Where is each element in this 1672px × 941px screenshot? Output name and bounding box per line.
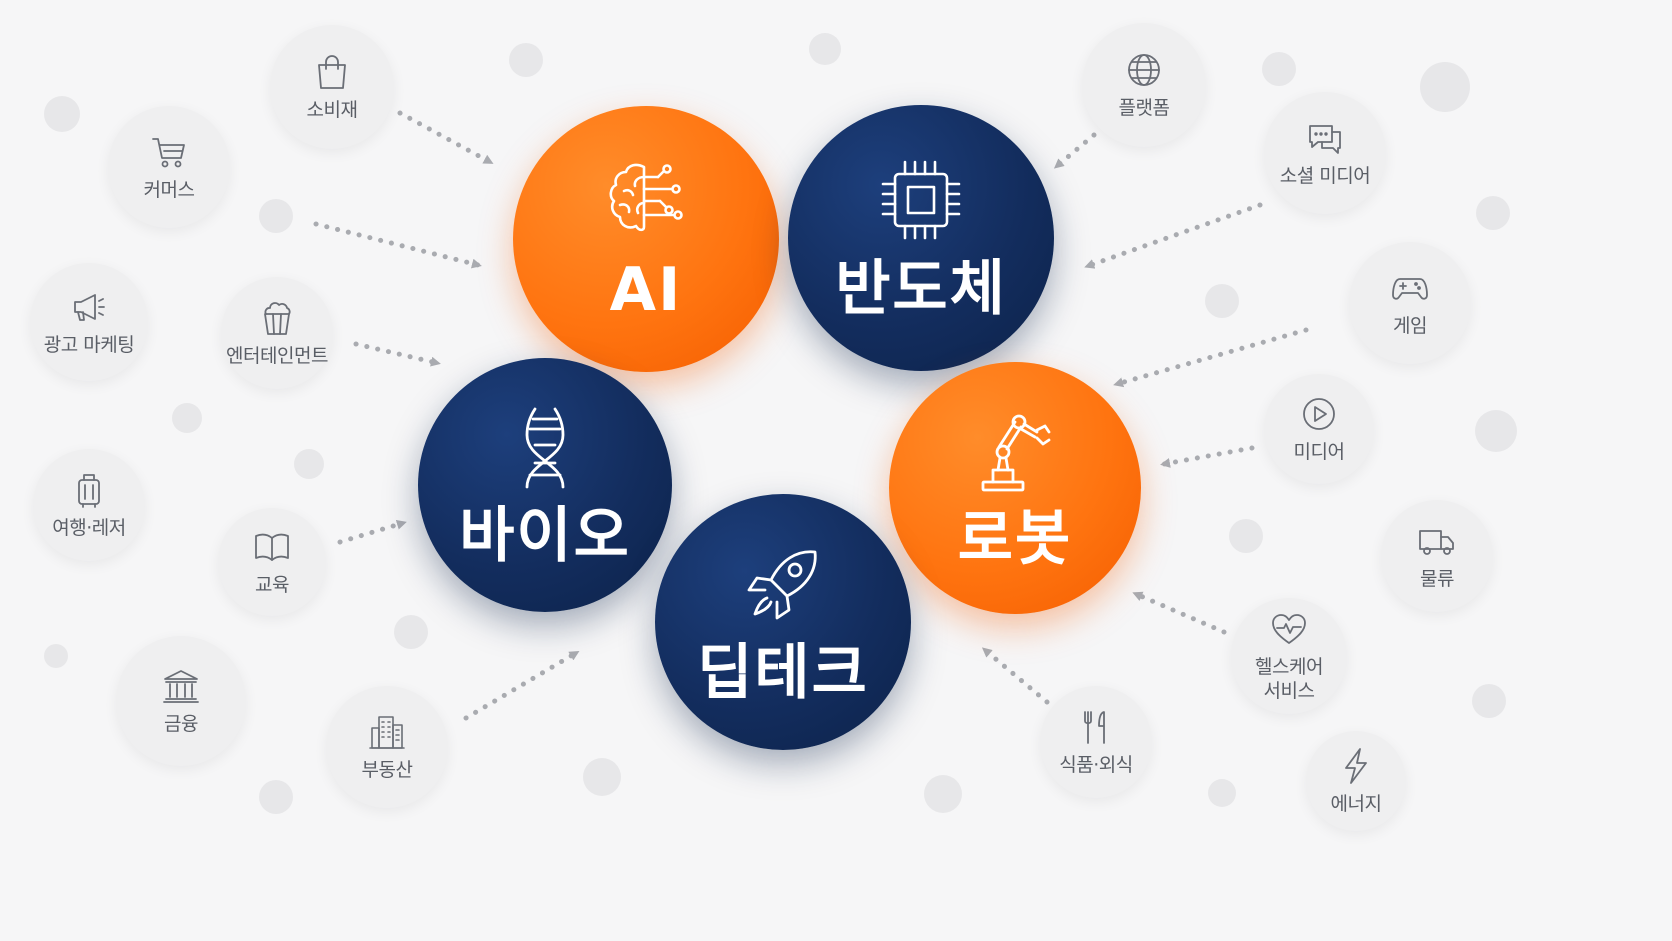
industry-label: 교육 <box>255 574 289 596</box>
core-label: 바이오 <box>459 501 631 571</box>
suitcase-icon <box>78 474 100 508</box>
decor-dot <box>509 43 543 77</box>
industry-label: 소셜 미디어 <box>1279 165 1371 187</box>
decor-dot <box>1420 62 1470 112</box>
industry-label: 엔터테인먼트 <box>226 345 328 367</box>
industry-finance: 금융 <box>116 636 246 766</box>
industry-label: 미디어 <box>1293 441 1345 463</box>
industry-food-dining: 식품·외식 <box>1040 686 1152 798</box>
industry-label: 물류 <box>1420 568 1454 590</box>
decor-dot <box>1262 52 1296 86</box>
cart-icon <box>152 138 185 168</box>
shopping-bag-icon <box>318 55 346 89</box>
utensils-icon <box>1084 711 1105 744</box>
core-ai: AI <box>513 106 779 372</box>
industry-advertising-marketing: 광고 마케팅 <box>30 263 148 381</box>
industry-social-media: 소셜 미디어 <box>1264 92 1386 214</box>
globe-icon <box>1128 54 1160 86</box>
decor-dot <box>1205 284 1239 318</box>
industry-logistics: 물류 <box>1381 500 1493 612</box>
core-label: 딥테크 <box>697 638 869 708</box>
industry-energy: 에너지 <box>1306 731 1406 831</box>
industry-label: 플랫폼 <box>1118 97 1170 119</box>
lightning-icon <box>1345 748 1367 784</box>
core-label: 로봇 <box>957 504 1073 574</box>
decor-dot <box>1475 410 1517 452</box>
industry-healthcare-services: 헬스케어 서비스 <box>1231 598 1347 714</box>
buildings-icon <box>369 716 405 749</box>
decor-dot <box>1476 196 1510 230</box>
decor-dot <box>44 644 68 668</box>
arrow-media-to-robot <box>1160 445 1255 468</box>
industry-label: 여행·레저 <box>52 517 126 539</box>
industry-game: 게임 <box>1349 242 1471 364</box>
industry-label: 광고 마케팅 <box>43 334 135 356</box>
core-deeptech: 딥테크 <box>655 494 911 750</box>
rocket-icon <box>747 550 817 620</box>
play-icon <box>1303 398 1335 430</box>
heart-pulse-icon <box>1272 614 1306 644</box>
dna-icon <box>525 407 565 489</box>
decor-dot <box>259 199 293 233</box>
brain-circuit-icon <box>609 163 683 232</box>
arrow-consumer-to-ai <box>397 110 494 165</box>
truck-icon <box>1419 530 1454 555</box>
chat-bubbles-icon <box>1309 125 1341 154</box>
industry-label: 에너지 <box>1330 793 1382 815</box>
robot-arm-icon <box>981 414 1051 492</box>
decor-dot <box>172 403 202 433</box>
arrow-platform-to-semiconductor <box>1053 132 1097 169</box>
decor-dot <box>44 96 80 132</box>
industry-label: 식품·외식 <box>1059 754 1133 776</box>
industry-label: 소비재 <box>306 99 358 121</box>
arrow-realestate-to-deeptech <box>463 650 580 721</box>
industry-label: 헬스케어 서비스 <box>1255 656 1323 702</box>
industry-education: 교육 <box>218 508 326 616</box>
industry-real-estate: 부동산 <box>326 686 448 808</box>
bank-icon <box>163 670 199 703</box>
decor-dot <box>259 780 293 814</box>
decor-dot <box>1472 684 1506 718</box>
core-robot: 로봇 <box>889 362 1141 614</box>
industry-travel-leisure: 여행·레저 <box>33 449 145 561</box>
industry-label: 부동산 <box>361 759 413 781</box>
arrow-food-to-deeptech <box>981 647 1050 705</box>
arrow-education-to-bio <box>337 519 407 545</box>
decor-dot <box>394 615 428 649</box>
arrow-social-to-semiconductor <box>1084 202 1263 269</box>
megaphone-icon <box>74 294 105 321</box>
decor-dot <box>294 449 324 479</box>
industry-consumer-goods: 소비재 <box>270 25 394 149</box>
book-icon <box>255 533 289 561</box>
industry-media: 미디어 <box>1264 374 1374 484</box>
arrow-entertainment-to-bio <box>353 341 441 367</box>
core-semiconductor: 반도체 <box>788 105 1054 371</box>
decor-dot <box>1208 779 1236 807</box>
core-label: AI <box>609 255 683 325</box>
industry-label: 커머스 <box>143 179 195 201</box>
decor-dot <box>1229 519 1263 553</box>
core-label: 반도체 <box>835 254 1007 324</box>
arrow-healthcare-to-robot <box>1132 591 1227 635</box>
decor-dot <box>924 775 962 813</box>
decor-dot <box>809 33 841 65</box>
core-bio: 바이오 <box>418 358 672 612</box>
arrow-commerce-to-ai <box>313 221 482 269</box>
industry-commerce: 커머스 <box>108 106 230 228</box>
industry-label: 게임 <box>1393 315 1427 337</box>
popcorn-icon <box>264 302 291 335</box>
industry-entertainment: 엔터테인먼트 <box>221 277 333 389</box>
industry-label: 금융 <box>164 713 198 735</box>
gamepad-icon <box>1392 278 1428 300</box>
chip-icon <box>881 160 961 240</box>
decor-dot <box>583 758 621 796</box>
arrow-game-to-robot <box>1113 327 1309 388</box>
industry-platform: 플랫폼 <box>1082 23 1206 147</box>
